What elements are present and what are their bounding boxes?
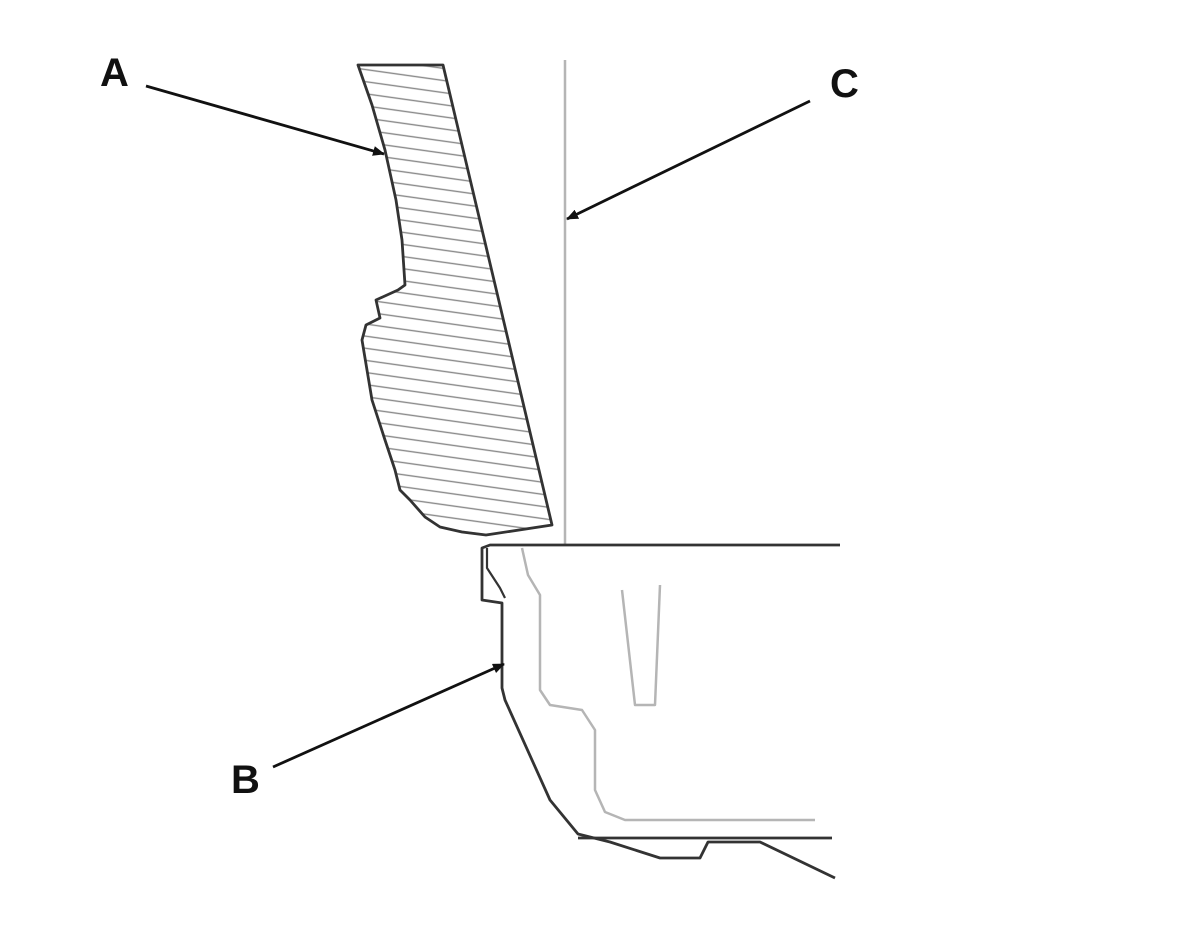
callout-label-b: B [231, 758, 260, 802]
leader-arrow-a [145, 84, 385, 156]
part-b-inner-rib [620, 584, 662, 707]
leader-arrow-b [272, 662, 505, 769]
part-a-hatched [356, 63, 554, 537]
part-b-outline [480, 543, 840, 880]
leader-arrow-c [566, 99, 811, 221]
callout-label-a: A [100, 51, 129, 95]
callout-label-c: C [830, 62, 859, 106]
part-b-step [485, 548, 506, 599]
part-b-inner-contour [520, 547, 815, 822]
